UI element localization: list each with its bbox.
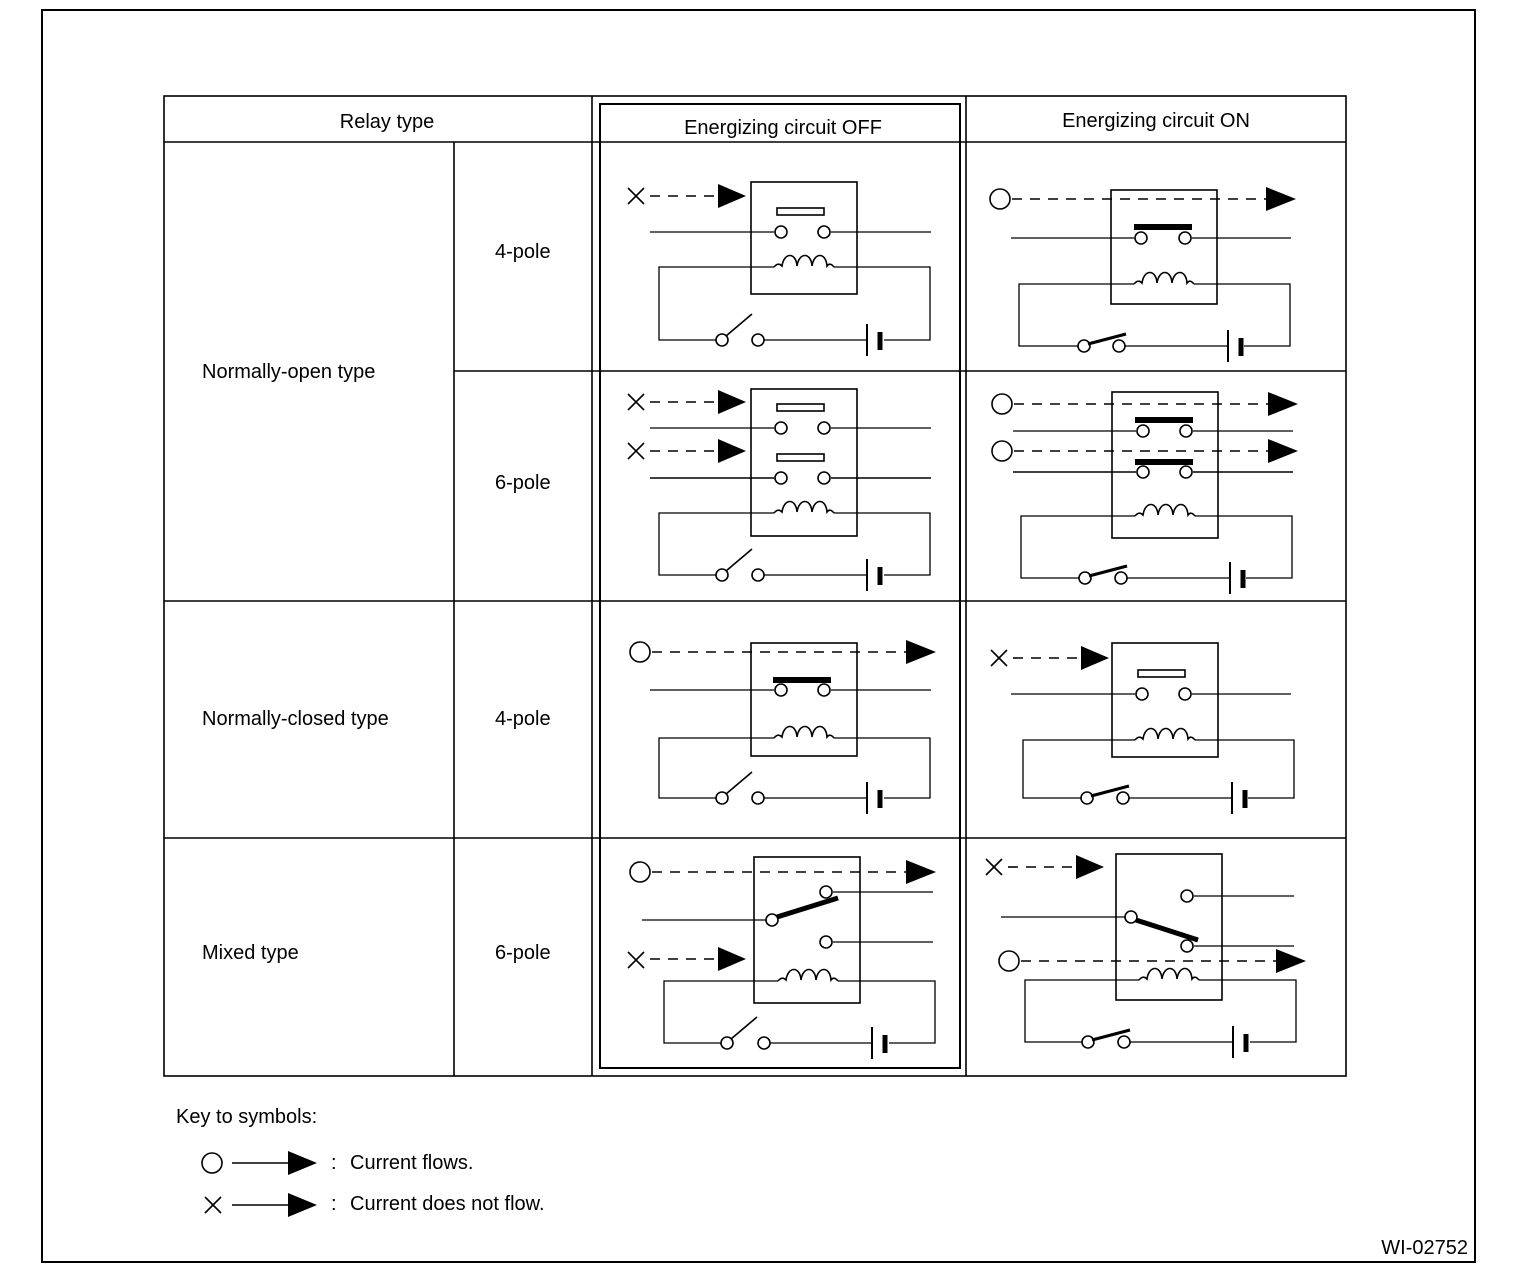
- circle-arrow-icon: [201, 1152, 223, 1174]
- row-label-normally-open: Normally-open type: [202, 361, 375, 383]
- pole-label-no-6: 6-pole: [495, 472, 551, 494]
- coil-icon: [773, 500, 835, 515]
- coil-icon: [1138, 967, 1200, 982]
- cross-arrow-icon: [990, 649, 1008, 667]
- circle-arrow-icon: [991, 440, 1013, 462]
- table-grid: [163, 95, 1347, 1077]
- battery-icon: [866, 782, 883, 814]
- no-4pole-off-diagram: [627, 181, 931, 356]
- switch-icon: [1091, 1028, 1131, 1042]
- header-relay-type: Relay type: [340, 111, 435, 133]
- switch-icon: [1087, 332, 1127, 346]
- cross-arrow-icon: [627, 442, 645, 460]
- coil-icon: [777, 968, 839, 983]
- key-flows-symbol: [201, 1151, 317, 1175]
- battery-icon: [866, 324, 883, 356]
- mixed-6pole-off-diagram: [627, 856, 936, 1059]
- switch-icon: [725, 771, 753, 795]
- no-6pole-on-diagram: [991, 391, 1298, 594]
- cross-arrow-icon: [627, 187, 645, 205]
- contact-bar-icon: [776, 207, 825, 216]
- circle-arrow-icon: [629, 861, 651, 883]
- header-circuit-off: Energizing circuit OFF: [684, 117, 882, 139]
- cross-arrow-icon: [204, 1196, 222, 1214]
- cross-arrow-icon: [627, 393, 645, 411]
- battery-icon: [1227, 330, 1244, 362]
- nc-4pole-on-diagram: [990, 642, 1295, 814]
- switch-icon: [1090, 784, 1130, 798]
- key-section: Key to symbols: : Current flows. : Curre…: [176, 1106, 545, 1217]
- pole-label-nc-4: 4-pole: [495, 708, 551, 730]
- pole-label-mixed-6: 6-pole: [495, 942, 551, 964]
- pole-label-no-4: 4-pole: [495, 241, 551, 263]
- coil-icon: [773, 254, 835, 269]
- cross-arrow-icon: [627, 951, 645, 969]
- coil-icon: [1134, 503, 1196, 518]
- battery-icon: [866, 559, 883, 591]
- battery-icon: [1229, 562, 1246, 594]
- circle-arrow-icon: [998, 950, 1020, 972]
- switch-icon: [725, 548, 753, 572]
- battery-icon: [1232, 1026, 1249, 1058]
- switch-icon: [1088, 564, 1128, 578]
- key-flows-label: Current flows.: [350, 1152, 473, 1174]
- figure-id: WI-02752: [1381, 1237, 1468, 1259]
- battery-icon: [871, 1027, 888, 1059]
- battery-icon: [1231, 782, 1248, 814]
- key-title: Key to symbols:: [176, 1106, 317, 1128]
- row-label-normally-closed: Normally-closed type: [202, 708, 389, 730]
- switch-icon: [730, 1016, 758, 1040]
- key-not-flows-symbol: [204, 1193, 317, 1217]
- no-4pole-on-diagram: [989, 187, 1296, 362]
- key-not-flows-label: Current does not flow.: [350, 1193, 545, 1215]
- outer-frame: [41, 9, 1476, 1263]
- key-separator-2: :: [331, 1193, 337, 1215]
- row-label-mixed: Mixed type: [202, 942, 299, 964]
- circle-arrow-icon: [989, 188, 1011, 210]
- mixed-6pole-on-diagram: [985, 853, 1306, 1058]
- key-separator-1: :: [331, 1152, 337, 1174]
- nc-4pole-off-diagram: [629, 640, 936, 814]
- circle-arrow-icon: [991, 393, 1013, 415]
- circle-arrow-icon: [629, 641, 651, 663]
- coil-icon: [1134, 727, 1196, 742]
- cross-arrow-icon: [985, 858, 1003, 876]
- switch-icon: [725, 313, 753, 337]
- no-6pole-off-diagram: [627, 388, 931, 591]
- coil-icon: [1133, 271, 1195, 286]
- header-circuit-on: Energizing circuit ON: [1062, 110, 1250, 132]
- coil-icon: [773, 725, 835, 740]
